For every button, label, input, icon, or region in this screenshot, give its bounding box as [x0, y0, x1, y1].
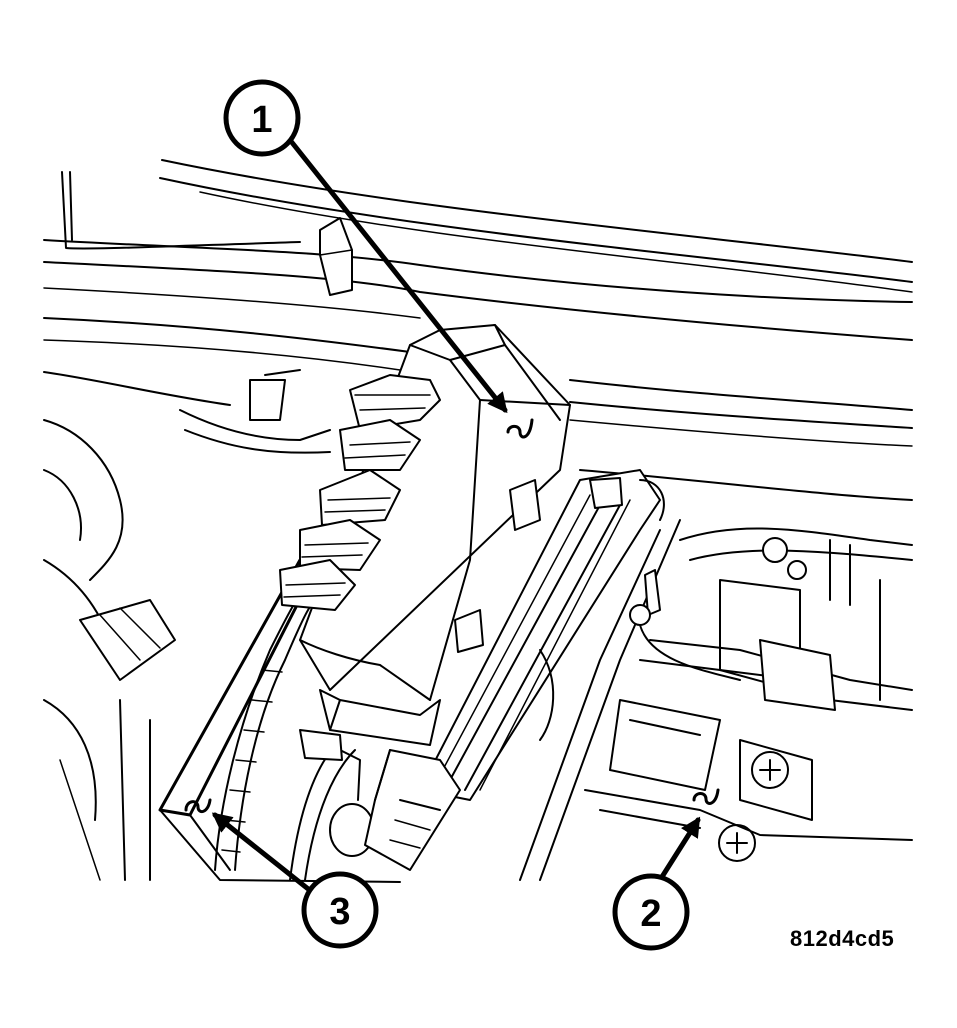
figure-id: 812d4cd5: [790, 926, 895, 951]
callout-3: 3: [301, 871, 379, 949]
clip-symbol-3: [184, 798, 212, 814]
battery: [584, 527, 913, 862]
right-tray-edge: [519, 519, 681, 881]
callout-2-label: 2: [640, 893, 661, 935]
callout-3-label: 3: [329, 891, 350, 933]
callout-1: 1: [223, 79, 301, 157]
connector-block: [299, 324, 571, 746]
cowl-panel-lines: [43, 159, 913, 501]
lower-connector: [299, 729, 461, 871]
cowl-clip: [319, 217, 353, 296]
connector-wire-bundles: [279, 374, 441, 611]
callout-2: 2: [612, 873, 690, 951]
callout-1-label: 1: [251, 99, 272, 141]
leader-lines: [211, 137, 701, 895]
left-engine-components: [43, 369, 331, 881]
right-wire-harness: [419, 469, 665, 801]
